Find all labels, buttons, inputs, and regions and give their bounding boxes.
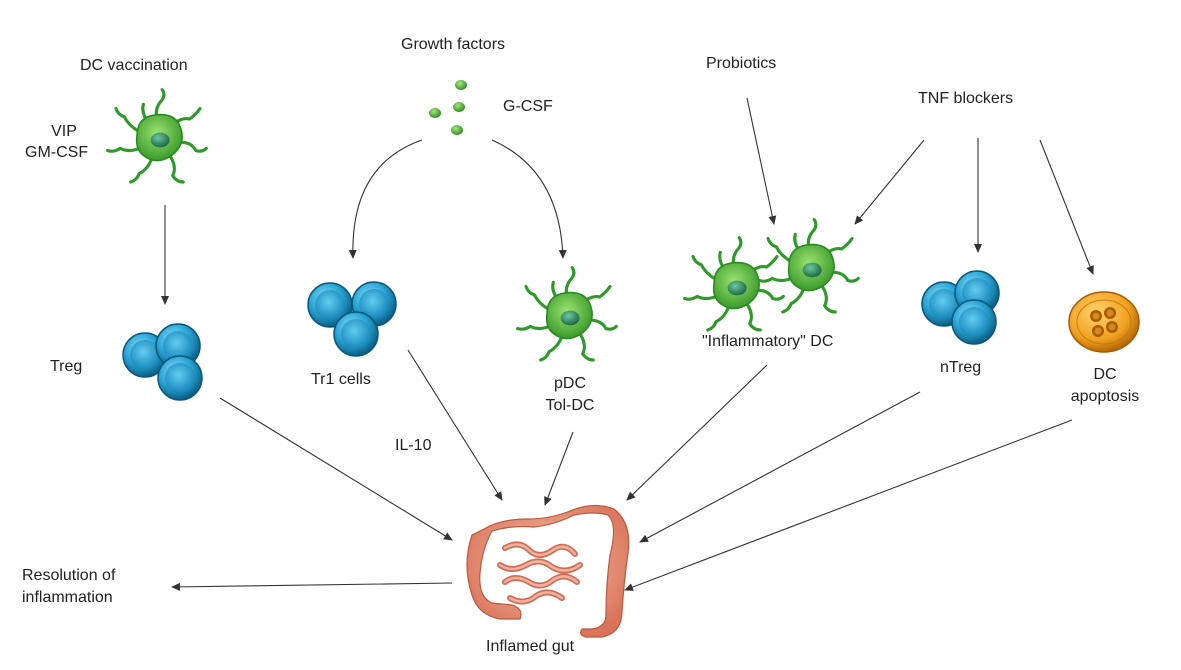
arrow-gut-to-resolution <box>171 582 453 591</box>
arrow-probiotics-to-dc <box>746 97 777 225</box>
arrow-tr1-to-gut <box>407 349 503 501</box>
g-csf-molecules-icon <box>429 80 467 135</box>
inflammatory-dendritic-cell-icon <box>683 236 785 332</box>
arrow-gcsf-to-pdc <box>491 139 567 259</box>
pdc-dendritic-cell-icon <box>516 266 618 362</box>
il10-label: IL-10 <box>395 437 432 454</box>
tol-dc-label: Tol-DC <box>545 397 595 414</box>
arrow-gcsf-to-tr1 <box>348 139 423 259</box>
resolution-label-line1: Resolution of <box>22 567 116 584</box>
g-csf-label: G-CSF <box>503 98 553 115</box>
ntreg-cell-cluster-icon <box>921 270 1000 345</box>
vip-label: VIP <box>51 123 77 140</box>
tnf-blockers-label: TNF blockers <box>918 90 1014 107</box>
pdc-label: pDC <box>553 375 586 392</box>
arrow-pdc-to-gut <box>544 431 574 506</box>
inflammatory-dc-label: "Inflammatory" DC <box>702 333 834 350</box>
probiotics-label: Probiotics <box>706 55 777 72</box>
dc-apoptosis-label-line1: DC <box>1093 366 1117 383</box>
dc-apoptosis-label-line2: apoptosis <box>1070 388 1140 405</box>
arrow-inflammatory-dc-to-gut <box>626 364 768 501</box>
vaccination-dendritic-cell-icon <box>106 88 208 184</box>
arrow-tnf-to-dc <box>854 139 925 225</box>
dc-vaccination-label: DC vaccination <box>80 57 188 74</box>
arrows <box>161 97 1094 591</box>
inflamed-gut-icon <box>466 504 630 638</box>
treg-label: Treg <box>50 358 83 375</box>
resolution-label-line2: inflammation <box>22 589 113 606</box>
ntreg-label: nTreg <box>940 359 982 376</box>
gm-csf-label: GM-CSF <box>25 144 89 161</box>
arrow-apoptosis-to-gut <box>624 419 1073 591</box>
arrow-tnf-to-apoptosis <box>1039 139 1094 275</box>
growth-factors-label: Growth factors <box>401 36 506 53</box>
apoptotic-dendritic-cell-icon <box>1068 291 1140 353</box>
arrow-treg-to-gut <box>219 397 453 541</box>
treg-cell-cluster-icon <box>122 323 203 401</box>
inflamed-gut-label: Inflamed gut <box>486 638 575 655</box>
tr1-cell-cluster-icon <box>307 281 397 357</box>
tr1-cells-label: Tr1 cells <box>311 371 371 388</box>
arrow-ntreg-to-gut <box>639 391 921 543</box>
